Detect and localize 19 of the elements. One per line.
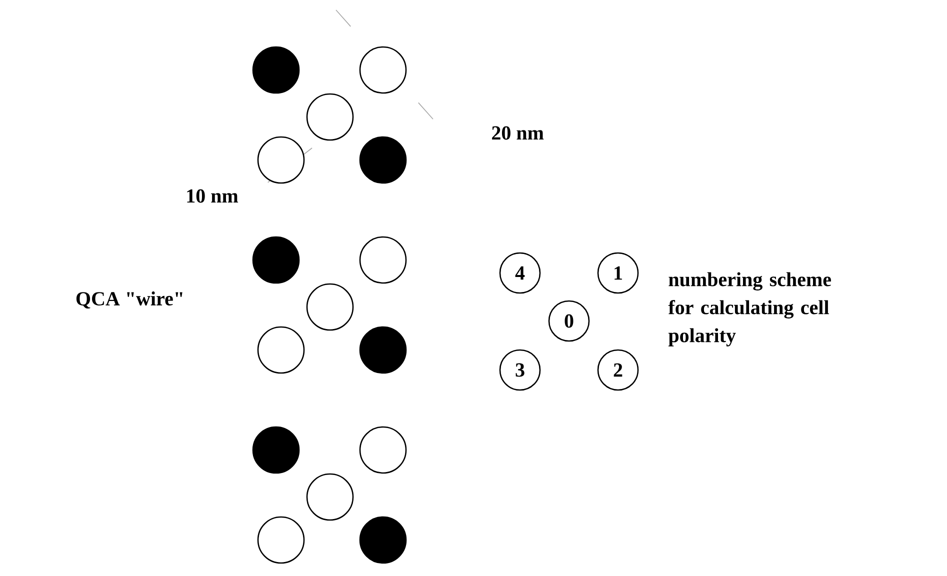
dimension-label: 10 nm — [187, 189, 238, 203]
filled-dot — [252, 46, 300, 94]
empty-dot — [257, 326, 305, 374]
empty-dot — [306, 473, 354, 521]
note-text: numbering scheme for calculating cell polarity — [668, 272, 831, 346]
empty-dot — [359, 236, 407, 284]
filled-dot — [359, 326, 407, 374]
filled-dot — [252, 426, 300, 474]
empty-dot — [257, 516, 305, 564]
empty-dot — [257, 136, 305, 184]
filled-dot — [252, 236, 300, 284]
empty-dot — [359, 426, 407, 474]
dimension-label: 20 nm — [492, 126, 544, 140]
empty-dot — [306, 283, 354, 331]
filled-dot — [359, 136, 407, 184]
empty-dot — [306, 93, 354, 141]
empty-dot — [359, 46, 407, 94]
wire-label: QCA "wire" — [76, 291, 182, 309]
filled-dot — [359, 516, 407, 564]
